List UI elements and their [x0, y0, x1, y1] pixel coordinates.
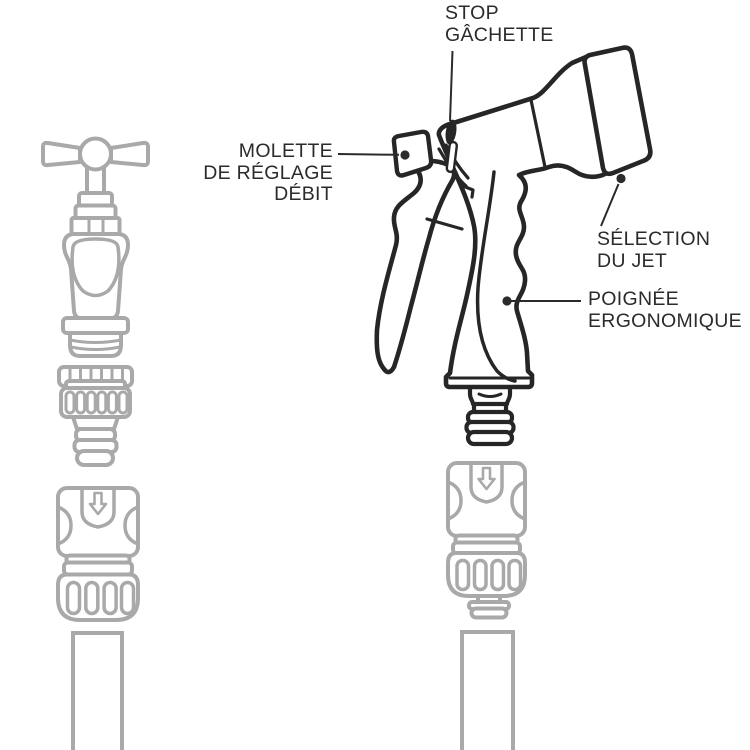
callout-leaders: [337, 50, 626, 306]
quick-connector-left-illustration: [56, 486, 140, 622]
label-selection-du-jet: SÉLECTION DU JET: [597, 228, 711, 272]
gun-hose-nipple: [464, 386, 516, 447]
faucet-handle-right-wing: [109, 140, 150, 168]
gun-grip-line: [475, 170, 517, 383]
spray-gun-illustration: [374, 45, 653, 447]
label-molette-reglage-debit: MOLETTE DE RÉGLAGE DÉBIT: [185, 140, 333, 206]
lock-arrow-icon: [477, 466, 496, 491]
leader-selection-jet: [600, 183, 620, 227]
gun-trigger: [374, 158, 457, 375]
hose-left-illustration: [71, 631, 124, 750]
label-line: DÉBIT: [274, 183, 333, 205]
gun-body-silhouette: [436, 54, 608, 390]
tap-adapter-illustration: [57, 365, 134, 467]
gun-nozzle-head: [582, 45, 653, 177]
label-line: SÉLECTION: [597, 228, 711, 250]
label-poignee-ergonomique: POIGNÉE ERGONOMIQUE: [588, 288, 742, 332]
gun-flow-knob: [391, 129, 434, 178]
leader-dot-molette: [400, 150, 410, 160]
label-line: MOLETTE: [238, 140, 333, 162]
quick-connector-right-illustration: [446, 461, 527, 620]
label-stop-gachette: STOP GÂCHETTE: [445, 2, 554, 46]
label-line: ERGONOMIQUE: [588, 309, 742, 332]
label-line: DU JET: [597, 249, 668, 272]
label-line: STOP: [445, 2, 499, 24]
hose-right-illustration: [460, 630, 515, 750]
gun-trigger-stop: [445, 119, 457, 145]
faucet-handle-left-wing: [41, 140, 82, 168]
leader-molette: [337, 153, 400, 156]
leader-dot-selection: [616, 173, 626, 184]
faucet-handle-hub: [78, 136, 113, 172]
leader-dot-poignee: [502, 296, 512, 306]
leader-stop-gachette: [449, 50, 454, 122]
label-line: GÂCHETTE: [445, 23, 554, 46]
label-line: POIGNÉE: [588, 288, 679, 310]
lock-arrow-icon: [88, 491, 108, 516]
faucet-illustration: [41, 136, 150, 358]
label-line: DE RÉGLAGE: [203, 161, 333, 184]
